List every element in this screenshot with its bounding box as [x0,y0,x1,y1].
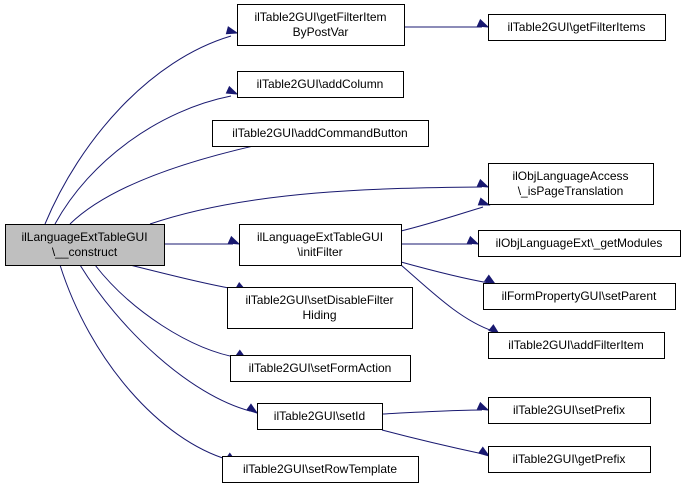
node-label: ilObjLanguageExt\_getModules [496,236,663,250]
node-label: \_isPageTranslation [518,184,624,198]
node-label: ilTable2GUI\addFilterItem [508,338,643,352]
node-getPrefix[interactable]: ilTable2GUI\getPrefix [488,446,651,473]
node-label: ilLanguageExtTableGUI [21,230,147,244]
node-label: ilTable2GUI\setFormAction [249,361,392,375]
node-box[interactable] [227,287,413,329]
edge-line [54,95,232,225]
node-label: \__construct [52,245,118,259]
arrowhead [246,403,259,414]
node-setId[interactable]: ilTable2GUI\setId [257,403,383,430]
arrowhead [227,235,241,245]
node-box[interactable] [237,71,404,98]
node-label: ByPostVar [293,25,349,39]
edge-line [44,35,232,225]
node-label: ilTable2GUI\setRowTemplate [243,462,397,476]
node-label: Hiding [302,308,336,322]
edge-line [400,264,494,332]
node-label: ilLanguageExtTableGUI [257,230,383,244]
arrowhead [225,26,239,35]
node-root[interactable]: ilLanguageExtTableGUI\__construct [5,224,165,266]
arrowhead [477,446,491,457]
edge-root-to-initFilter [164,235,241,245]
node-box[interactable] [239,224,402,266]
edge-line [400,261,490,284]
node-box[interactable] [488,397,651,424]
edge-root-to-setFormAction [94,264,248,360]
node-box[interactable] [488,14,666,41]
edge-setId-to-getPrefix [381,429,491,457]
edge-line [400,206,484,232]
node-label: ilTable2GUI\addColumn [257,77,384,91]
node-label: ilTable2GUI\setId [274,409,365,423]
node-setFormAction[interactable]: ilTable2GUI\setFormAction [230,355,411,382]
node-addCommandButton[interactable]: ilTable2GUI\addCommandButton [212,120,429,147]
edge-root-to-isPageTranslation [149,178,490,225]
edge-line [79,264,251,412]
node-box[interactable] [478,230,681,257]
arrowhead [476,178,490,188]
arrowhead [225,85,239,95]
edge-line [59,264,230,461]
node-getFilterItems[interactable]: ilTable2GUI\getFilterItems [488,14,666,41]
edge-root-to-setId [79,264,259,414]
node-box[interactable] [257,403,383,430]
edge-initFilter-to-getModules [401,235,480,245]
node-label: ilTable2GUI\addCommandButton [232,126,407,140]
node-box[interactable] [483,283,676,310]
node-setRowTemplate[interactable]: ilTable2GUI\setRowTemplate [222,456,419,483]
node-box[interactable] [488,446,651,473]
node-setParent[interactable]: ilFormPropertyGUI\setParent [483,283,676,310]
node-addFilterItem[interactable]: ilTable2GUI\addFilterItem [488,332,665,359]
node-initFilter[interactable]: ilLanguageExtTableGUI\initFilter [239,224,402,266]
edge-line [69,143,263,225]
node-label: ilTable2GUI\getFilterItem [254,10,386,24]
edge-getFilterItemByPostVar-to-getFilterItems [404,18,490,28]
node-isPageTranslation[interactable]: ilObjLanguageAccess\_isPageTranslation [488,163,654,205]
node-box[interactable] [212,120,429,147]
arrowhead [476,18,490,28]
node-box[interactable] [230,355,411,382]
node-label: ilTable2GUI\setDisableFilter [245,293,393,307]
node-label: ilTable2GUI\getPrefix [513,452,626,466]
edge-root-to-addCommandButton [69,136,270,225]
node-label: ilTable2GUI\setPrefix [513,403,625,417]
node-label: ilObjLanguageAccess [512,169,628,183]
edge-line [94,264,241,359]
edge-initFilter-to-isPageTranslation [400,197,491,232]
node-label: ilTable2GUI\getFilterItems [507,20,645,34]
edge-line [381,429,484,455]
node-addColumn[interactable]: ilTable2GUI\addColumn [237,71,404,98]
arrowhead [483,274,497,285]
edge-root-to-getFilterItemByPostVar [44,26,239,225]
nodes-layer: ilLanguageExtTableGUI\__constructilTable… [5,4,681,483]
node-box[interactable] [237,4,405,46]
node-setPrefix[interactable]: ilTable2GUI\setPrefix [488,397,651,424]
node-label: \initFilter [297,245,342,259]
node-box[interactable] [5,224,165,266]
node-label: ilFormPropertyGUI\setParent [502,289,657,303]
edge-root-to-addColumn [54,85,239,225]
arrowhead [476,401,490,411]
edge-root-to-setRowTemplate [59,264,238,463]
arrowhead [466,235,480,245]
node-getModules[interactable]: ilObjLanguageExt\_getModules [478,230,681,257]
node-box[interactable] [488,163,654,205]
node-box[interactable] [222,456,419,483]
edge-initFilter-to-setParent [400,261,497,285]
arrowhead [477,197,491,206]
edge-line [129,264,241,291]
edge-line [381,409,483,415]
edge-line [149,186,483,225]
node-box[interactable] [488,332,665,359]
edge-setId-to-setPrefix [381,401,490,415]
